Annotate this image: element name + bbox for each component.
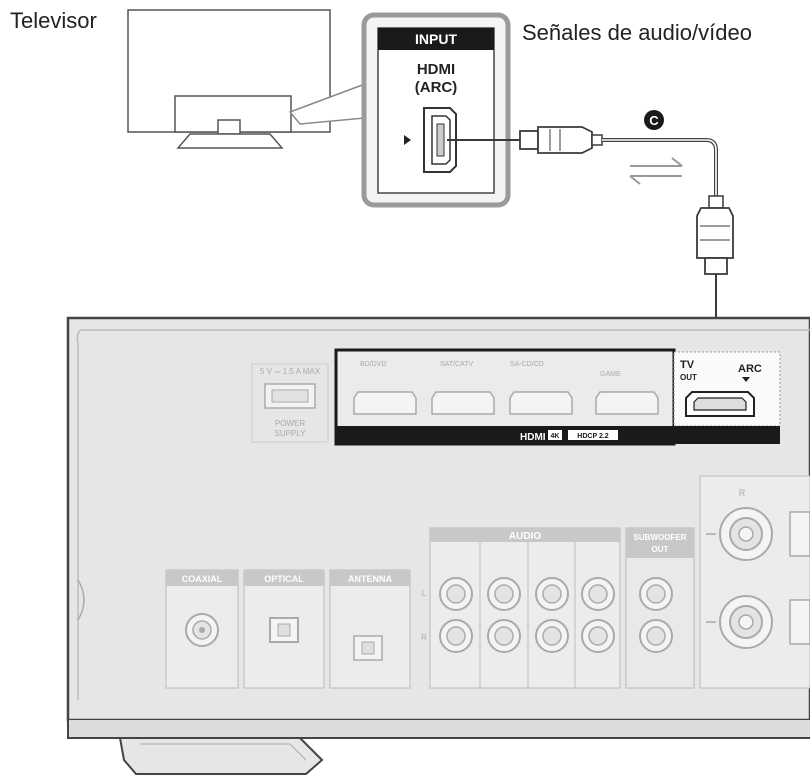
svg-text:SUBWOOFER: SUBWOOFER — [634, 533, 687, 542]
svg-text:AUDIO: AUDIO — [509, 531, 541, 542]
arc-label: (ARC) — [415, 79, 458, 96]
svg-text:COAXIAL: COAXIAL — [182, 574, 223, 584]
svg-text:GAME: GAME — [600, 371, 621, 378]
cable-plug-tv-body — [537, 126, 593, 154]
speaker-terminals: R — [699, 475, 810, 689]
svg-text:SAT/CATV: SAT/CATV — [440, 361, 474, 368]
cable-plug-receiver-body — [696, 207, 734, 259]
tv-illustration — [127, 9, 331, 149]
svg-text:4K: 4K — [551, 433, 560, 440]
hdmi-cable — [447, 126, 734, 398]
svg-text:SUPPLY: SUPPLY — [275, 429, 307, 438]
svg-text:5 V ⎓ 1.5 A MAX: 5 V ⎓ 1.5 A MAX — [260, 367, 321, 376]
usb-section: 5 V ⎓ 1.5 A MAX POWER SUPPLY — [251, 363, 329, 443]
svg-text:HDCP 2.2: HDCP 2.2 — [577, 433, 608, 440]
svg-text:HDMI: HDMI — [520, 432, 546, 443]
signal-label: Señales de audio/vídeo — [522, 20, 752, 45]
svg-text:OUT: OUT — [680, 373, 697, 382]
tv-stand-base — [176, 133, 284, 149]
svg-text:OUT: OUT — [652, 545, 669, 554]
input-title: INPUT — [415, 31, 457, 47]
callout-c-badge — [644, 110, 664, 130]
av-receiver: 5 V ⎓ 1.5 A MAX POWER SUPPLY HDMI 4K HDC… — [66, 316, 810, 775]
svg-text:SA-CD/CD: SA-CD/CD — [510, 361, 544, 368]
port-arrow-icon — [404, 135, 411, 145]
cable-plug-tv-tip — [519, 130, 539, 150]
hdmi-input-port-1 — [353, 391, 417, 415]
svg-text:BD/DVD: BD/DVD — [360, 361, 386, 368]
svg-text:TV: TV — [680, 359, 695, 371]
hdmi-bar — [336, 426, 674, 444]
svg-text:R: R — [739, 488, 746, 498]
tv-stand-joint — [217, 119, 241, 135]
subwoofer-out-block: SUBWOOFER OUT — [625, 527, 695, 689]
svg-text:R: R — [421, 633, 427, 642]
hdmi-tv-out-arc: TV OUT ARC — [670, 351, 781, 444]
svg-text:ARC: ARC — [738, 363, 762, 375]
callout-c-text: C — [649, 113, 659, 128]
audio-inputs-block: AUDIO L R — [421, 527, 621, 689]
svg-text:POWER: POWER — [275, 419, 305, 428]
cable-plug-receiver-tip — [704, 257, 728, 275]
tv-hdmi-input-panel: INPUT HDMI (ARC) — [361, 12, 511, 208]
input-title-bar — [378, 28, 494, 50]
digital-inputs-block: COAXIAL OPTICAL ANTENNA — [165, 569, 411, 689]
svg-text:ANTENNA: ANTENNA — [348, 574, 392, 584]
svg-text:L: L — [422, 589, 427, 598]
receiver-foot — [118, 737, 324, 775]
hdmi-label: HDMI — [417, 61, 455, 78]
svg-text:OPTICAL: OPTICAL — [264, 574, 304, 584]
hdmi-input-port-2 — [431, 391, 495, 415]
hdmi-inputs-block: HDMI 4K HDCP 2.2 BD/DVD SAT/CATV SA-CD/C… — [334, 348, 676, 446]
bidirectional-arrows-icon — [629, 157, 683, 185]
tv-label: Televisor — [10, 8, 97, 33]
hdmi-input-port-4 — [595, 391, 659, 415]
hdmi-input-port-3 — [509, 391, 573, 415]
